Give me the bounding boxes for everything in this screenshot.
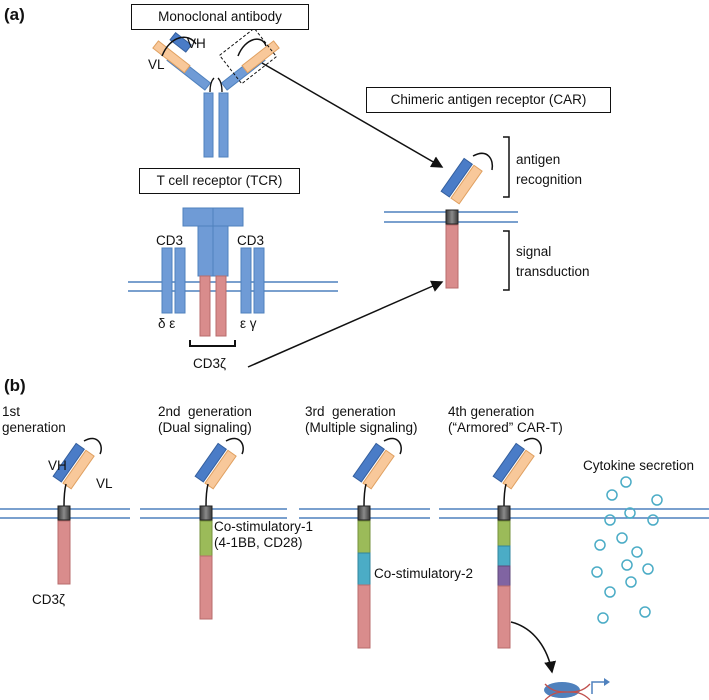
car-gen1 (52, 437, 102, 585)
costim2-label: Co-stimulatory-2 (374, 566, 474, 581)
cd3z-label-b: CD3ζ (32, 592, 65, 607)
gen3-label: 3rd generation (Multiple signaling) (305, 404, 418, 435)
gen2-label: 2nd generation (Dual signaling) (158, 404, 252, 435)
car-gen4 (492, 437, 610, 700)
membranes-b (0, 508, 709, 519)
car-gen2 (194, 437, 244, 620)
delta-epsilon-label: δ ε (158, 316, 176, 331)
gen1-label: 1st generation (2, 404, 66, 435)
cd3-right-label: CD3 (237, 233, 265, 248)
monoclonal-antibody-graphic (152, 27, 280, 158)
costim1-label: Co-stimulatory-1 (4-1BB, CD28) (214, 519, 314, 550)
car-gen3 (352, 437, 402, 649)
arrow-cd3z-to-car (247, 280, 444, 368)
vh-label-b: VH (48, 458, 67, 473)
panel-a-label: (a) (4, 5, 25, 24)
vh-label-a: VH (187, 36, 206, 51)
mab-label-box: Monoclonal antibody (131, 4, 309, 30)
signal-transduction-label: signal transduction (516, 244, 590, 279)
scfv-highlight-box (218, 27, 278, 85)
arrow-mab-to-car (261, 62, 444, 168)
cytokine-secretion-label: Cytokine secretion (583, 458, 695, 473)
gen4-label: 4th generation (“Armored” CAR-T) (448, 404, 563, 435)
tcr-graphic (128, 207, 338, 347)
car-graphic (384, 136, 518, 291)
vl-label-a: VL (148, 57, 165, 72)
antigen-recognition-label: antigen recognition (516, 152, 583, 187)
cd3z-label-a: CD3ζ (193, 356, 226, 371)
car-label-box: Chimeric antigen receptor (CAR) (366, 87, 611, 113)
tcr-label-box: T cell receptor (TCR) (139, 168, 300, 194)
cytokine-dots (591, 476, 663, 624)
epsilon-gamma-label: ε γ (240, 316, 257, 331)
vl-label-b: VL (96, 476, 113, 491)
panel-b-label: (b) (4, 376, 26, 395)
cd3-left-label: CD3 (156, 233, 184, 248)
